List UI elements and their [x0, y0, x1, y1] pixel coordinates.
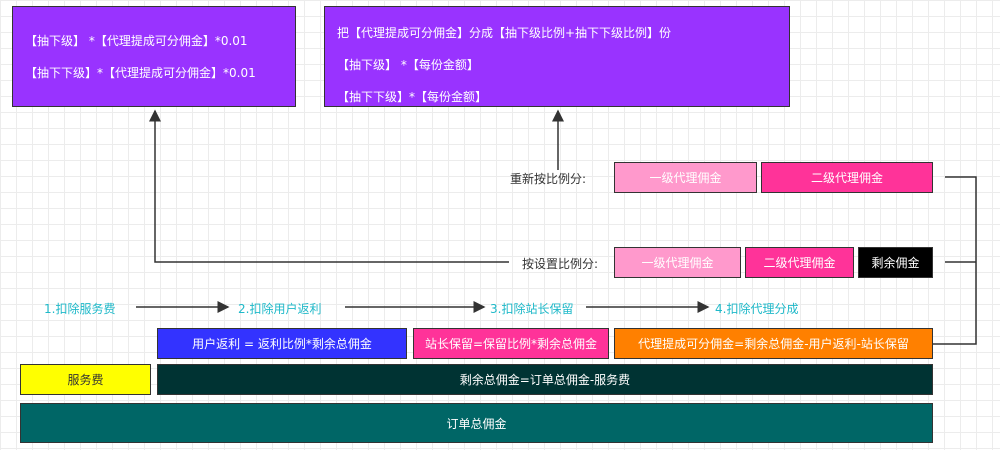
formula-right-line-2: 【抽下级】 *【每份金额】	[337, 58, 479, 72]
formula-right-line-1: 把【代理提成可分佣金】分成【抽下级比例+抽下下级比例】份	[337, 26, 672, 40]
setting-remaining: 剩余佣金	[858, 247, 933, 278]
arrow-to-left-formula	[149, 109, 509, 263]
bracket-connector	[933, 176, 977, 345]
reallocate-label: 重新按比例分:	[510, 172, 587, 186]
step-4-label: 4.扣除代理分成	[715, 302, 799, 316]
reallocate-second-agent: 二级代理佣金	[761, 162, 933, 193]
agent-commission-box: 代理提成可分佣金=剩余总佣金-用户返利-站长保留	[614, 328, 933, 359]
formula-left-line-2: 【抽下下级】*【代理提成可分佣金】*0.01	[25, 66, 256, 80]
user-rebate-box: 用户返利 = 返利比例*剩余总佣金	[157, 328, 407, 359]
step-3-label: 3.扣除站长保留	[490, 302, 574, 316]
setting-first-agent: 一级代理佣金	[614, 247, 741, 278]
step-1-label: 1.扣除服务费	[44, 302, 116, 316]
formula-left-line-1: 【抽下级】 *【代理提成可分佣金】*0.01	[25, 34, 248, 48]
by-setting-label: 按设置比例分:	[522, 257, 599, 271]
reallocate-first-agent: 一级代理佣金	[614, 162, 757, 193]
formula-right-line-3: 【抽下下级】*【每份金额】	[337, 90, 488, 104]
remaining-total-box: 剩余总佣金=订单总佣金-服务费	[157, 364, 933, 395]
formula-box-left: 【抽下级】 *【代理提成可分佣金】*0.01 【抽下下级】*【代理提成可分佣金】…	[12, 6, 296, 107]
order-total-box: 订单总佣金	[20, 403, 933, 443]
owner-keep-box: 站长保留=保留比例*剩余总佣金	[413, 328, 609, 359]
setting-second-agent: 二级代理佣金	[745, 247, 854, 278]
step-2-label: 2.扣除用户返利	[238, 302, 322, 316]
formula-box-right: 把【代理提成可分佣金】分成【抽下级比例+抽下下级比例】份 【抽下级】 *【每份金…	[324, 6, 790, 107]
service-fee-box: 服务费	[20, 364, 151, 395]
